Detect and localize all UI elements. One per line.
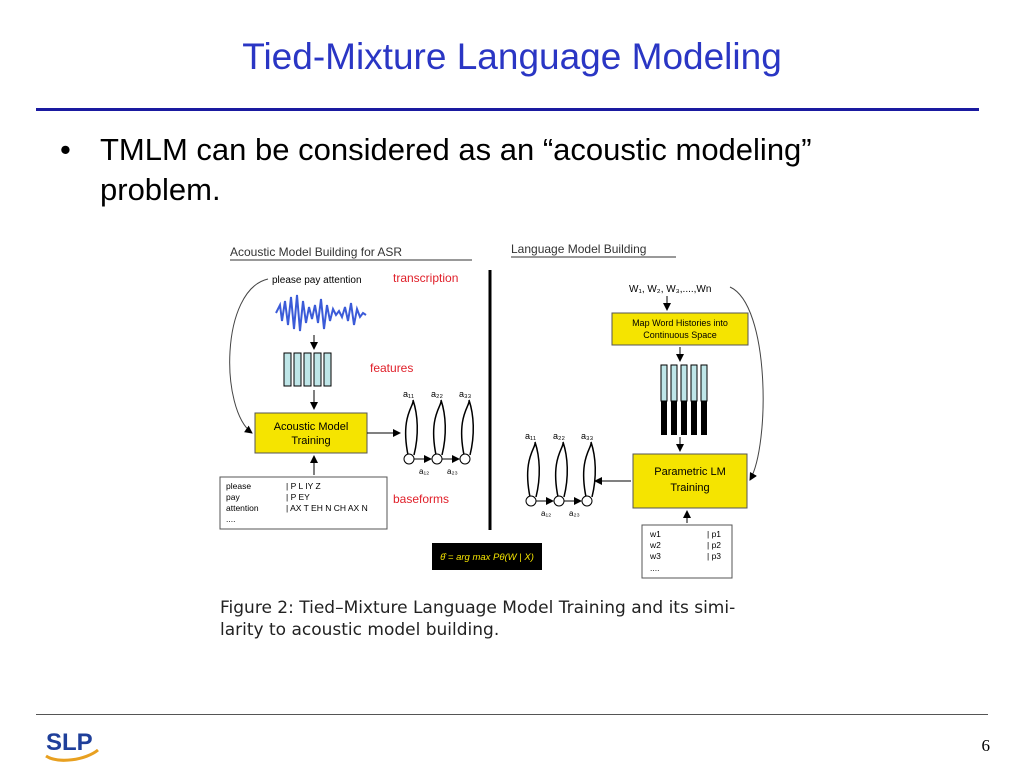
map-histories-box — [611, 312, 749, 346]
map-box-line1: Map Word Histories into — [632, 318, 728, 328]
right-hmm — [525, 441, 596, 507]
left-a12: a₁₂ — [419, 467, 429, 476]
caption-line-2: larity to acoustic model building. — [220, 620, 500, 640]
bullet-text: TMLM can be considered as an “acoustic m… — [100, 132, 812, 207]
parametric-lm-box — [632, 453, 748, 509]
left-a33: a₃₃ — [459, 389, 472, 399]
acoustic-model-training-box — [254, 412, 368, 454]
left-panel-title: Acoustic Model Building for ASR — [230, 245, 402, 259]
title-divider — [36, 108, 979, 111]
footer-divider — [36, 714, 988, 715]
page-number: 6 — [981, 736, 991, 755]
prob-word-4: .... — [650, 563, 659, 573]
map-box-line2: Continuous Space — [643, 330, 717, 340]
am-box-line1: Acoustic Model — [274, 421, 349, 433]
word-sequence: W₁, W₂, W₃,....,Wn — [629, 284, 711, 295]
right-a22: a₂₂ — [553, 431, 565, 441]
equation-text: θ̂ = arg max Pθ(W | X) — [440, 552, 534, 563]
transcription-label: transcription — [393, 271, 458, 285]
slp-logo: SLP — [42, 720, 102, 767]
lexicon-rows: please | P L IY Z pay | P EY attention |… — [226, 481, 368, 524]
slide-title: Tied-Mixture Language Modeling — [242, 36, 782, 77]
logo-text: SLP — [46, 729, 93, 756]
diagram-figure: Acoustic Model Building for ASR please p… — [219, 242, 764, 579]
lex-pron-2: | P EY — [286, 492, 310, 502]
right-panel-title: Language Model Building — [511, 242, 646, 256]
lex-pron-3: | AX T EH N CH AX N — [286, 503, 368, 513]
prob-val-2: | p2 — [707, 540, 721, 550]
continuous-vectors — [660, 364, 708, 435]
right-a23: a₂₃ — [569, 509, 580, 518]
figure-caption: Figure 2: Tied–Mixture Language Model Tr… — [220, 597, 780, 641]
lex-word-3: attention — [226, 503, 259, 513]
right-a11: a₁₁ — [525, 431, 536, 441]
probability-box — [641, 524, 733, 579]
left-a11: a₁₁ — [403, 389, 414, 399]
prob-val-3: | p3 — [707, 551, 721, 561]
right-a12: a₁₂ — [541, 509, 551, 518]
lm-box-line2: Training — [670, 482, 709, 494]
prob-word-2: w2 — [649, 540, 661, 550]
prob-val-1: | p1 — [707, 529, 721, 539]
caption-line-1: Figure 2: Tied–Mixture Language Model Tr… — [220, 598, 736, 618]
speech-waveform — [275, 294, 367, 332]
utterance-text: please pay attention — [272, 275, 362, 286]
probability-rows: w1 | p1 w2 | p2 w3 | p3 .... — [649, 529, 721, 573]
am-box-line2: Training — [291, 435, 330, 447]
prob-word-3: w3 — [649, 551, 661, 561]
right-a33: a₃₃ — [581, 431, 594, 441]
figure: Acoustic Model Building for ASR please p… — [210, 235, 770, 585]
logo-icon: SLP — [45, 729, 99, 762]
feature-vectors — [283, 352, 332, 387]
lex-word-1: please — [226, 481, 251, 491]
lex-word-2: pay — [226, 492, 240, 502]
arrow-words-loop — [729, 286, 764, 481]
left-hmm — [403, 399, 474, 465]
lex-word-4: .... — [226, 514, 235, 524]
left-a23: a₂₃ — [447, 467, 458, 476]
arrow-transcription-loop — [229, 278, 269, 434]
features-label: features — [370, 361, 413, 375]
baseforms-label: baseforms — [393, 492, 449, 506]
bullet-marker: • — [60, 132, 71, 167]
lm-box-line1: Parametric LM — [654, 466, 726, 478]
equation-box — [432, 543, 542, 570]
lex-pron-1: | P L IY Z — [286, 481, 321, 491]
lexicon-box — [219, 476, 388, 530]
prob-word-1: w1 — [649, 529, 661, 539]
left-a22: a₂₂ — [431, 389, 443, 399]
